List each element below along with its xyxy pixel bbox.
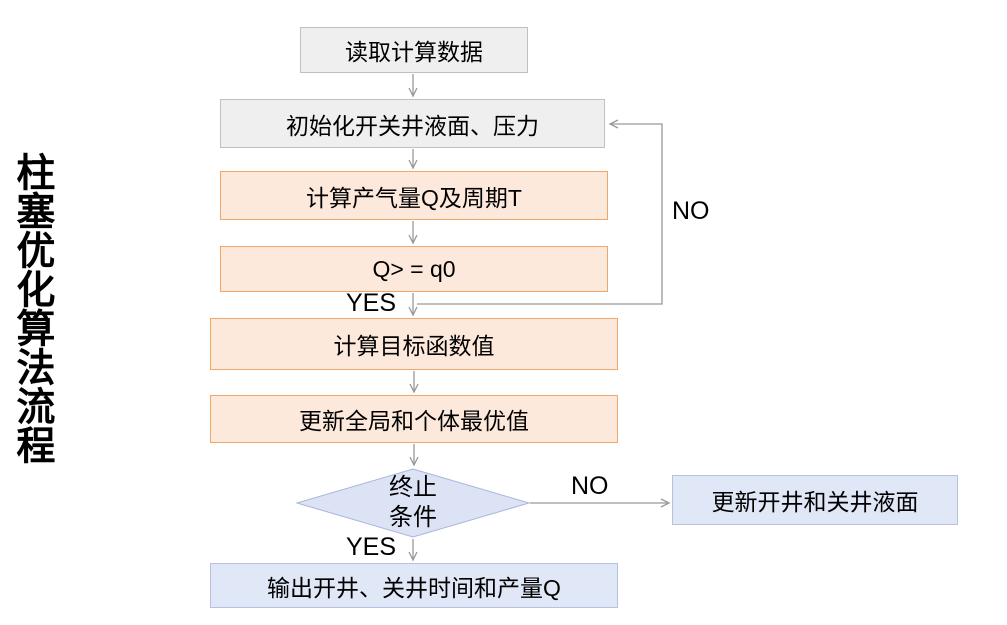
node-output: 输出开井、关井时间和产量Q — [210, 563, 618, 608]
node-terminate-decision: 终止 条件 — [296, 468, 530, 538]
node-read-data: 读取计算数据 — [300, 27, 528, 73]
edge-label-terminate-no: NO — [571, 472, 609, 500]
terminate-line2: 条件 — [389, 504, 437, 531]
node-calc-gas-label: 计算产气量Q及周期T — [306, 184, 522, 211]
node-update-levels: 更新开井和关井液面 — [672, 475, 958, 525]
edge-label-q-yes: YES — [346, 289, 397, 317]
page-title: 柱塞优化算法流程 — [10, 152, 54, 464]
node-q-check: Q> = q0 — [220, 246, 608, 292]
node-calc-objective-label: 计算目标函数值 — [333, 333, 495, 359]
node-init-label: 初始化开关井液面、压力 — [286, 112, 539, 139]
edge-label-loop-no: NO — [672, 197, 710, 225]
node-read-data-label: 读取计算数据 — [345, 39, 483, 65]
node-calc-objective: 计算目标函数值 — [210, 318, 618, 370]
edge-label-terminate-yes: YES — [346, 533, 397, 561]
node-output-label: 输出开井、关井时间和产量Q — [267, 574, 561, 601]
terminate-line1: 终止 — [389, 474, 437, 501]
node-terminate-decision-label: 终止 条件 — [296, 468, 530, 538]
node-update-best: 更新全局和个体最优值 — [210, 395, 618, 443]
node-update-levels-label: 更新开井和关井液面 — [711, 489, 919, 515]
node-q-check-label: Q> = q0 — [372, 255, 456, 282]
node-init: 初始化开关井液面、压力 — [220, 99, 605, 148]
diamond-shape-icon — [296, 468, 530, 538]
arrow-no-loop-to-init — [417, 119, 663, 305]
node-update-best-label: 更新全局和个体最优值 — [299, 408, 529, 434]
node-calc-gas: 计算产气量Q及周期T — [220, 171, 608, 220]
